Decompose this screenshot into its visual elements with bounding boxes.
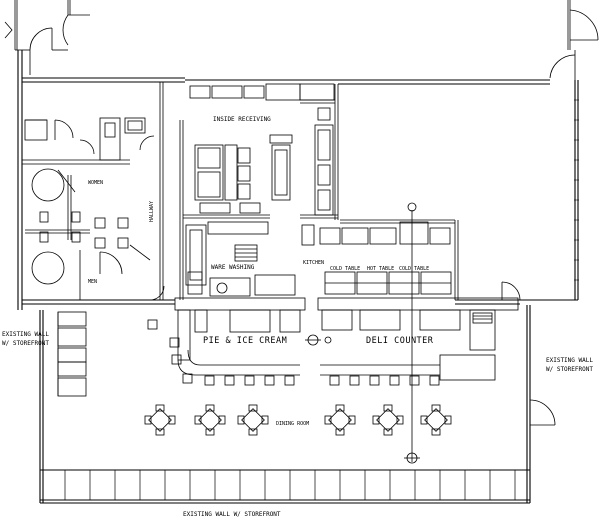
kitchen-block — [179, 83, 459, 300]
label-existing-wall-right-2: W/ STOREFRONT — [546, 366, 593, 373]
label-kitchen: KITCHEN — [303, 260, 325, 266]
restroom-block — [22, 82, 164, 300]
label-cold-table-2: COLD TABLE — [399, 266, 430, 272]
label-existing-wall-bottom: EXISTING WALL W/ STOREFRONT — [183, 511, 281, 518]
label-hallway: HALLWAY — [149, 200, 155, 222]
outer-walls — [17, 50, 579, 504]
label-cold-table: COLD TABLE — [330, 266, 361, 272]
dining-tables — [144, 404, 452, 436]
entry-doors-top-right — [549, 0, 599, 80]
label-deli-counter: DELI COUNTER — [366, 336, 434, 346]
label-existing-wall-right-1: EXISTING WALL — [546, 357, 593, 364]
beam-line — [305, 202, 420, 464]
counters — [147, 297, 519, 386]
storefront-right-ticks — [574, 99, 579, 281]
label-ware-washing: WARE WASHING — [211, 264, 255, 271]
label-pie-ice-cream: PIE & ICE CREAM — [203, 336, 288, 346]
label-inside-receiving: INSIDE RECEIVING — [213, 116, 271, 123]
label-men: MEN — [88, 279, 98, 285]
lower-doors — [149, 281, 556, 426]
label-women: WOMEN — [88, 180, 104, 186]
label-hot-table: HOT TABLE — [367, 266, 395, 272]
label-existing-wall-left-1: EXISTING WALL — [2, 331, 49, 338]
storefront-booths — [64, 470, 516, 500]
entry-doors-top-left — [4, 0, 90, 75]
left-booths — [57, 311, 87, 397]
label-existing-wall-left-2: W/ STOREFRONT — [2, 340, 49, 347]
label-dining-room: DINING ROOM — [276, 421, 310, 427]
